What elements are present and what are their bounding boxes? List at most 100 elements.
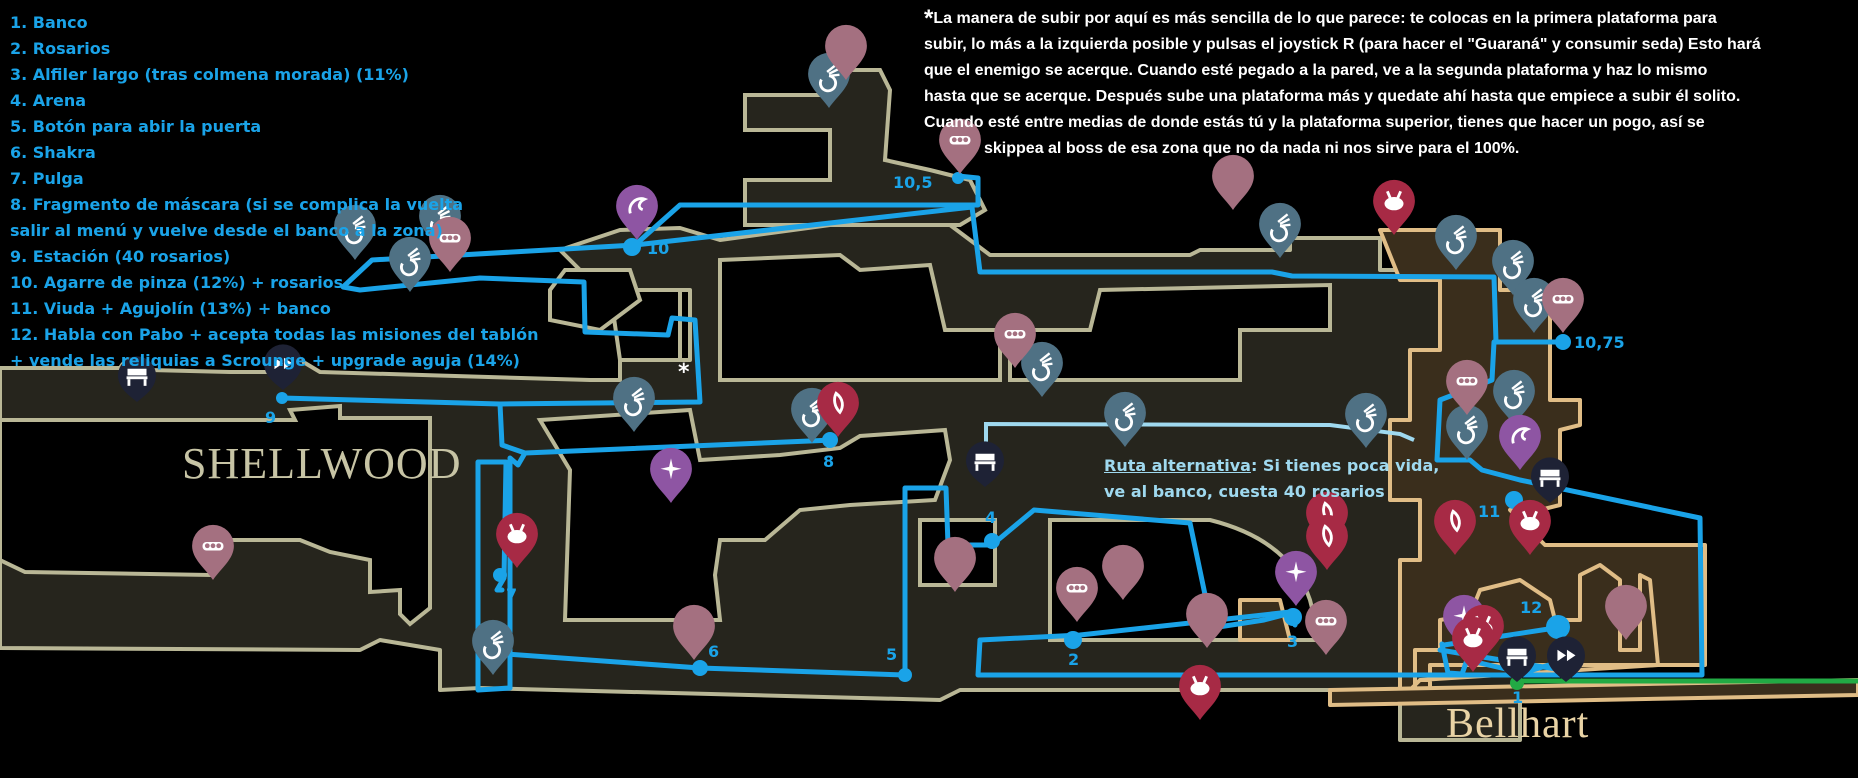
- mask-shard-pin[interactable]: [1434, 499, 1476, 555]
- shell-icon: [1270, 213, 1291, 243]
- flea-icon: [1463, 627, 1483, 648]
- alternative-route: [984, 421, 1415, 462]
- rosary-icon: [1066, 584, 1088, 593]
- shell-pin[interactable]: [1446, 404, 1488, 460]
- rosary-pin[interactable]: [1305, 599, 1347, 655]
- rosary-pin[interactable]: [1446, 359, 1488, 415]
- shell-icon: [1356, 403, 1377, 433]
- flea-pin[interactable]: [1452, 616, 1494, 672]
- rosary-icon: [1004, 330, 1026, 339]
- star-pin[interactable]: [650, 447, 692, 503]
- mask-shard-pin[interactable]: [817, 381, 859, 437]
- flea-icon: [507, 523, 527, 544]
- rosary-icon: [1456, 377, 1478, 386]
- note-line: hasta que se acerque. Después sube una p…: [924, 88, 1741, 105]
- route-label-7: 7: [506, 585, 518, 604]
- flea-pin[interactable]: [496, 512, 538, 568]
- note-line: skippea al boss de esa zona que no da na…: [984, 140, 1520, 157]
- map-pin[interactable]: [934, 536, 976, 592]
- pin-body: [673, 604, 715, 660]
- rosary-icon: [1315, 617, 1337, 626]
- pin-body: [939, 118, 981, 174]
- flea-pin[interactable]: [1179, 664, 1221, 720]
- map-pin[interactable]: [1186, 592, 1228, 648]
- map-pin[interactable]: [1102, 544, 1144, 600]
- flea-icon: [1190, 675, 1210, 696]
- pin-body: [1493, 369, 1535, 425]
- shell-icon: [1115, 402, 1136, 432]
- fast-travel-icon: [1557, 649, 1576, 662]
- shell-icon: [345, 215, 366, 245]
- pin-body: [192, 524, 234, 580]
- alternative-route-note: Ruta alternativa: Si tienes poca vida, v…: [1104, 453, 1439, 505]
- pin-body: [472, 619, 514, 675]
- rosary-pin[interactable]: [429, 216, 471, 272]
- shell-pin[interactable]: [472, 619, 514, 675]
- route-label-6: 6: [708, 642, 720, 661]
- shell-icon: [483, 630, 504, 660]
- fast-travel-icon: [274, 357, 293, 370]
- fast-travel-pin[interactable]: [1547, 636, 1585, 682]
- rosary-pin[interactable]: [192, 524, 234, 580]
- shell-pin[interactable]: [334, 204, 376, 260]
- shell-pin[interactable]: [1345, 392, 1387, 448]
- pin-body: [613, 376, 655, 432]
- hook-pin[interactable]: [1499, 414, 1541, 470]
- legend-item: 1. Banco: [10, 13, 88, 32]
- rosary-pin[interactable]: [994, 312, 1036, 368]
- alt-route-title: Ruta alternativa: [1104, 456, 1251, 475]
- note-asterisk: *: [924, 5, 934, 32]
- legend-item: 4. Arena: [10, 91, 87, 110]
- legend-item: 5. Botón para abir la puerta: [10, 117, 262, 136]
- legend-item: 10. Agarre de pinza (12%) + rosarios: [10, 273, 344, 292]
- legend-item: 3. Alfiler largo (tras colmena morada) (…: [10, 65, 409, 84]
- flea-pin[interactable]: [1373, 179, 1415, 235]
- route-label-5: 5: [886, 645, 898, 664]
- pin-body: [1435, 214, 1477, 270]
- map-pin[interactable]: [1212, 154, 1254, 210]
- rosary-pin[interactable]: [1542, 277, 1584, 333]
- shell-pin[interactable]: [1493, 369, 1535, 425]
- pin-body: [1446, 359, 1488, 415]
- bench-pin[interactable]: [118, 356, 156, 402]
- legend-item: 2. Rosarios: [10, 39, 111, 58]
- pin-body: [1102, 544, 1144, 600]
- alt-route-line1: : Si tienes poca vida,: [1250, 456, 1440, 475]
- bench-pin[interactable]: [1531, 457, 1569, 503]
- bench-pin[interactable]: [1498, 636, 1536, 682]
- map-pin[interactable]: [1605, 584, 1647, 640]
- shell-pin[interactable]: [1435, 214, 1477, 270]
- pin-body: [1542, 277, 1584, 333]
- pin-body: [264, 344, 302, 390]
- pin-body: [616, 184, 658, 240]
- star-icon: [1453, 605, 1475, 627]
- star-pin[interactable]: [1275, 550, 1317, 606]
- pin-body: [1021, 341, 1063, 397]
- map-pin[interactable]: [825, 24, 867, 80]
- bench-pin[interactable]: [966, 441, 1004, 487]
- shell-pin[interactable]: [613, 376, 655, 432]
- pin-body: [1547, 636, 1585, 682]
- shell-pin[interactable]: [1104, 391, 1146, 447]
- shell-pin[interactable]: [1259, 202, 1301, 258]
- mask-shard-pin[interactable]: [1306, 514, 1348, 570]
- rosary-pin[interactable]: [939, 118, 981, 174]
- shell-icon: [1446, 225, 1467, 255]
- shell-pin[interactable]: [1021, 341, 1063, 397]
- route-label-2: 2: [1068, 650, 1080, 669]
- shell-icon: [1504, 380, 1525, 410]
- flea-pin[interactable]: [1509, 499, 1551, 555]
- bench-icon: [126, 368, 148, 386]
- shell-icon: [624, 387, 645, 417]
- star-icon: [660, 458, 682, 480]
- shell-icon: [1457, 415, 1478, 445]
- fast-travel-pin[interactable]: [264, 344, 302, 390]
- map-pin[interactable]: [673, 604, 715, 660]
- shell-icon: [1503, 250, 1524, 280]
- hook-pin[interactable]: [616, 184, 658, 240]
- shell-pin[interactable]: [389, 236, 431, 292]
- note-line: subir, lo más a la izquierda posible y p…: [924, 36, 1761, 53]
- rosary-pin[interactable]: [1056, 566, 1098, 622]
- route-label-1: 1: [1512, 688, 1524, 707]
